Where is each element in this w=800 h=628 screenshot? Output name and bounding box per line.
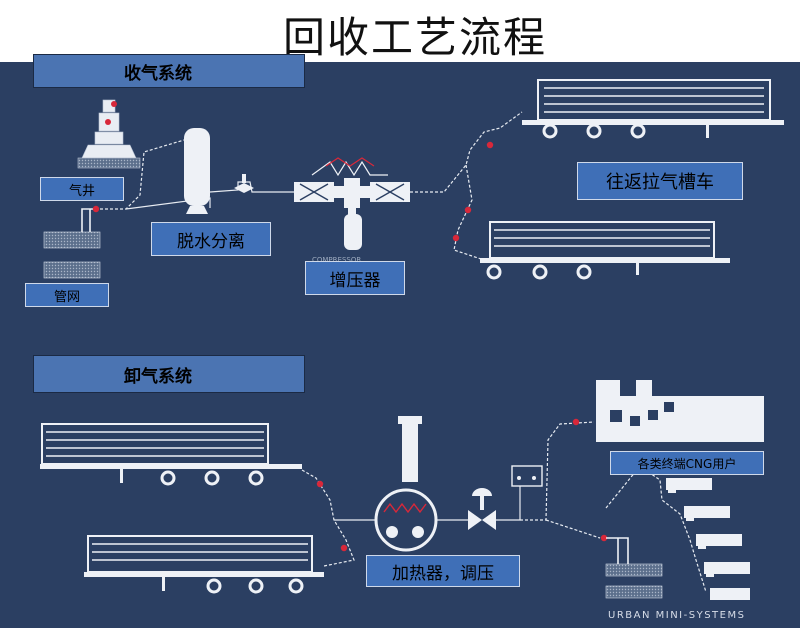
hose-valve-icons [316, 418, 608, 552]
pipe-network-symbol [43, 208, 101, 279]
compressor-nameplate: COMPRESSOR [312, 256, 361, 264]
dehydration-separator [184, 128, 210, 214]
gauge-box [511, 465, 543, 487]
tube-trailer [40, 423, 302, 486]
heater-regulator-label: 加热器，调压 [366, 555, 520, 587]
inlet-valve-icon [234, 174, 254, 193]
gas-well-label: 气井 [40, 177, 124, 201]
tube-trailer-label: 往返拉气槽车 [577, 162, 743, 200]
section-recovery-label: 收气系统 [33, 54, 305, 88]
wellhead-valve-icon [111, 101, 117, 107]
pipe-network-label: 管网 [25, 283, 109, 307]
tube-trailer [84, 535, 324, 594]
gas-well [77, 99, 141, 169]
compressor-label: 增压器 [305, 261, 405, 295]
cng-station-building [596, 380, 764, 442]
compressor: COMPRESSOR [294, 157, 410, 264]
cng-user-vehicles [666, 478, 750, 600]
pressure-regulator-icon [468, 488, 496, 530]
wellhead-valve-icon [105, 119, 111, 125]
tube-trailer [522, 79, 784, 139]
cng-users-label: 各类终端CNG用户 [610, 451, 764, 475]
dehydration-label: 脱水分离 [151, 222, 271, 256]
tube-trailer [480, 221, 730, 280]
storage-symbol [605, 537, 663, 599]
bottom-flow-lines [301, 421, 707, 593]
page-title: 回收工艺流程 [282, 13, 547, 62]
heater [374, 416, 438, 552]
hose-valve-icons [92, 141, 494, 242]
brand-watermark: URBAN MINI-SYSTEMS [608, 610, 746, 621]
section-unload-label: 卸气系统 [33, 355, 305, 393]
